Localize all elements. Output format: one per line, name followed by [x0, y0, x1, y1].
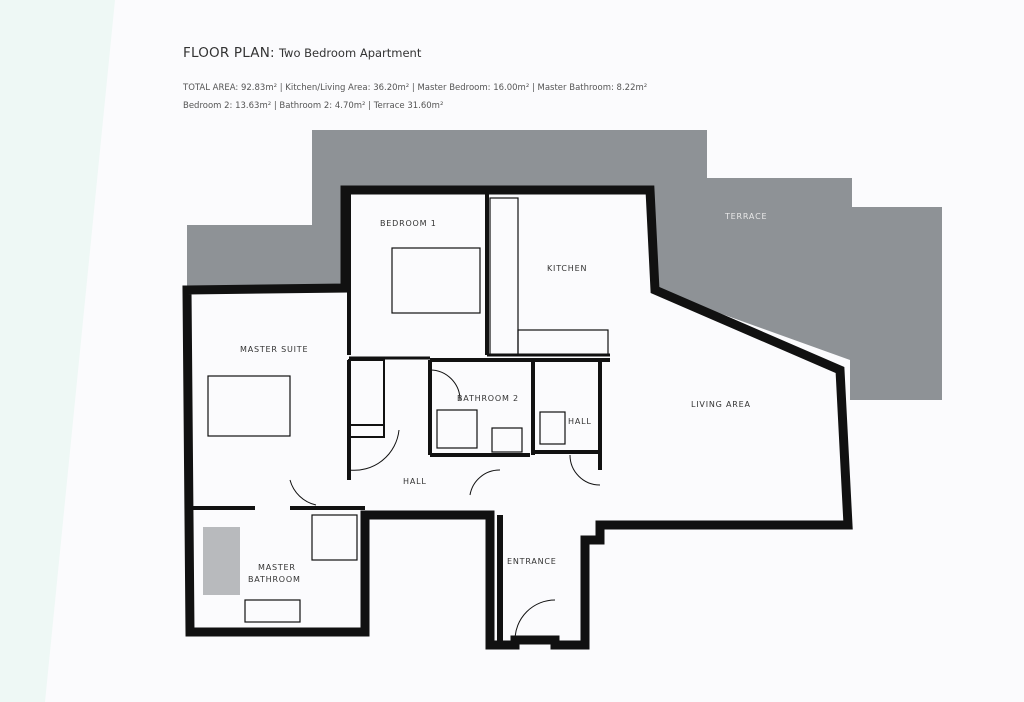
- label-master-bathroom-1: MASTER: [258, 563, 296, 572]
- apartment-outline: [182, 185, 853, 650]
- label-bedroom-1: BEDROOM 1: [380, 219, 437, 228]
- label-terrace: TERRACE: [724, 212, 767, 221]
- label-living-area: LIVING AREA: [691, 400, 751, 409]
- title-bold: FLOOR PLAN:: [183, 45, 275, 61]
- terrace-area: [187, 130, 942, 400]
- label-master-bathroom-2: BATHROOM: [248, 575, 301, 584]
- label-hall: HALL: [403, 477, 427, 486]
- label-hall-small: HALL: [568, 417, 592, 426]
- label-entrance: ENTRANCE: [507, 557, 557, 566]
- page-title: FLOOR PLAN: Two Bedroom Apartment: [183, 45, 421, 61]
- area-summary-line-2: Bedroom 2: 13.63m² | Bathroom 2: 4.70m² …: [183, 101, 444, 111]
- label-master-suite: MASTER SUITE: [240, 345, 308, 354]
- label-bathroom-2: BATHROOM 2: [457, 394, 519, 403]
- title-rest: Two Bedroom Apartment: [278, 46, 422, 60]
- area-summary-line-1: TOTAL AREA: 92.83m² | Kitchen/Living Are…: [183, 83, 648, 93]
- interior-walls: [190, 190, 610, 645]
- label-kitchen: KITCHEN: [547, 264, 587, 273]
